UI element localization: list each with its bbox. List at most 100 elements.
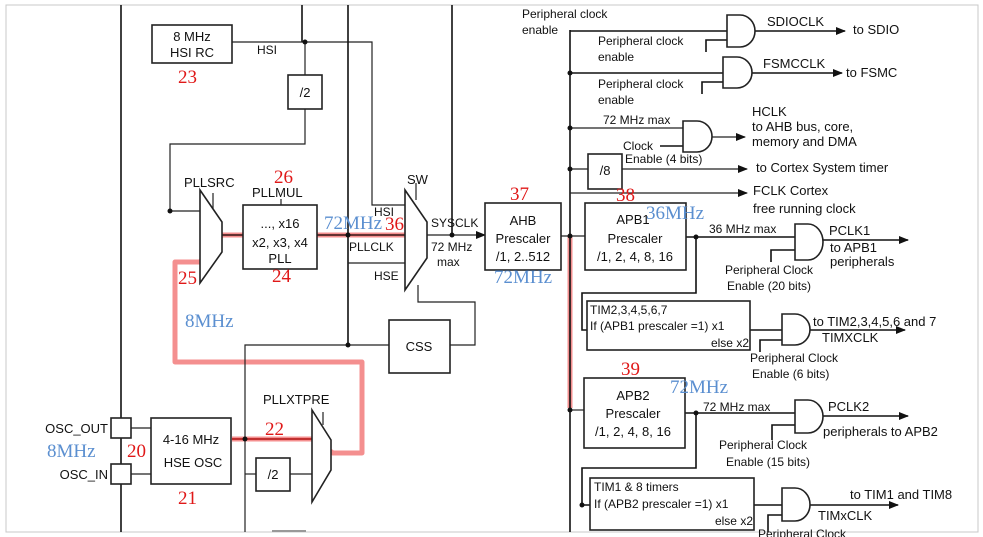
apb1-line3: /1, 2, 4, 8, 16 [597, 249, 673, 264]
sdio-enable1: Peripheral clock [598, 34, 684, 48]
tim2-and-gate [781, 313, 811, 346]
sdioclk-label: SDIOCLK [767, 14, 824, 29]
annotation-25: 25 [178, 268, 197, 289]
osc-in-label: OSC_IN [60, 467, 108, 482]
freq-pllsrc: 8MHz [185, 311, 234, 332]
apb2-line2: Prescaler [606, 406, 662, 421]
pclk1-and-gate [794, 223, 824, 261]
apb2-line3: /1, 2, 4, 8, 16 [595, 424, 671, 439]
fsmc-and-gate [722, 56, 753, 89]
sysclk-label: SYSCLK [431, 216, 478, 230]
freq-pll: 72MHz [324, 213, 382, 234]
right-labels: Peripheral clock enable Peripheral clock… [522, 7, 952, 537]
sw-hsi-input-label: HSI [374, 205, 394, 219]
ahb-line1: AHB [510, 213, 537, 228]
fsmc-enable1: Peripheral clock [598, 77, 684, 91]
annotation-24: 24 [272, 266, 292, 287]
freq-ahb: 72MHz [494, 267, 552, 288]
sw-mux [404, 187, 428, 293]
hsi-wire-label: HSI [257, 43, 277, 57]
sdio-dest: to SDIO [853, 22, 899, 37]
annotation-20: 20 [127, 441, 146, 462]
hse-osc-line1: 4-16 MHz [163, 432, 219, 447]
pclk1-label: PCLK1 [829, 223, 870, 238]
tim2-multiplier-box: TIM2,3,4,5,6,7 If (APB1 prescaler =1) x1… [586, 300, 751, 351]
annotation-23: 23 [178, 67, 197, 88]
systick-dest: to Cortex System timer [756, 160, 889, 175]
hclk-enable2: Enable (4 bits) [625, 152, 702, 166]
systick-div-label: /8 [600, 163, 611, 178]
pllxtpre-mux [311, 407, 332, 505]
hclk-enable1: Clock [623, 139, 654, 153]
annotation-26: 26 [274, 167, 293, 188]
sw-label: SW [407, 172, 429, 187]
freq-apb1: 36MHz [646, 203, 704, 224]
osc-in-pin [110, 463, 132, 485]
apb1-enable2: Enable (20 bits) [727, 279, 811, 293]
pclk2-and-gate [794, 399, 824, 434]
apb2-max: 72 MHz max [703, 400, 770, 414]
pllxtpre-label: PLLXTPRE [263, 392, 330, 407]
pll-line2: x2, x3, x4 [252, 235, 308, 250]
tim2-enable2: Enable (6 bits) [752, 367, 829, 381]
hclk-and-gate [682, 120, 713, 153]
wires-right [561, 27, 909, 532]
frame-border [5, 4, 979, 533]
tim1-line3: else x2 [715, 514, 753, 528]
hsi-div2-box: /2 [287, 74, 323, 110]
fclk-line1: FCLK Cortex [753, 183, 829, 198]
annotation-22: 22 [265, 419, 284, 440]
annotation-21: 21 [178, 488, 197, 509]
apb1-dest1: to APB1 [830, 240, 877, 255]
hse-osc-line2: HSE OSC [164, 455, 223, 470]
fsmc-enable2: enable [598, 93, 634, 107]
tim2-clk: TIMXCLK [822, 330, 879, 345]
apb2-dest: peripherals to APB2 [823, 424, 938, 439]
hclk-dest2: memory and DMA [752, 134, 857, 149]
pll-box: ..., x16 x2, x3, x4 PLL [242, 204, 318, 270]
ahb-line2: Prescaler [496, 231, 552, 246]
pllsrc-label: PLLSRC [184, 175, 235, 190]
annotation-36: 36 [385, 214, 404, 235]
tim2-line2: If (APB1 prescaler =1) x1 [590, 319, 725, 333]
tim1-dest: to TIM1 and TIM8 [850, 487, 952, 502]
apb2-enable2: Enable (15 bits) [726, 455, 810, 469]
sdio-and-gate [726, 14, 756, 48]
osc-out-label: OSC_OUT [45, 421, 108, 436]
annotation-38: 38 [616, 185, 635, 206]
pclk2-label: PCLK2 [828, 399, 869, 414]
hsi-box-line1: 8 MHz [173, 29, 211, 44]
tim1-multiplier-box: TIM1 & 8 timers If (APB2 prescaler =1) x… [589, 477, 755, 531]
pllmul-label: PLLMUL [252, 185, 303, 200]
tim1-clk: TIMxCLK [818, 508, 873, 523]
tim2-line3: else x2 [711, 336, 749, 350]
tim1-enable1: Peripheral Clock [758, 527, 847, 537]
hsi-box-line2: HSI RC [170, 45, 214, 60]
apb1-line2: Prescaler [608, 231, 664, 246]
apb2-prescaler-box: APB2 Prescaler /1, 2, 4, 8, 16 [583, 377, 686, 449]
hsi-div2-label: /2 [300, 85, 311, 100]
fsmcclk-label: FSMCCLK [763, 56, 825, 71]
hse-div2-label: /2 [268, 467, 279, 482]
hclk-dest1: to AHB bus, core, [752, 119, 853, 134]
ahb-line3: /1, 2..512 [496, 249, 550, 264]
sdio-enable-top2: enable [522, 23, 558, 37]
tim2-dest: to TIM2,3,4,5,6 and 7 [813, 314, 936, 329]
apb1-enable1: Peripheral Clock [725, 263, 814, 277]
fsmc-dest: to FSMC [846, 65, 897, 80]
annotation-37: 37 [510, 184, 529, 205]
tim1-and-gate [781, 487, 811, 522]
ahb-prescaler-box: AHB Prescaler /1, 2..512 [484, 202, 562, 271]
apb2-line1: APB2 [616, 388, 649, 403]
apb1-dest2: peripherals [830, 254, 895, 269]
sw-hse-input-label: HSE [374, 269, 399, 283]
sysclk-max-line2: max [437, 255, 460, 269]
osc-out-pin [110, 417, 132, 439]
css-box: CSS [388, 319, 451, 374]
apb1-max: 36 MHz max [709, 222, 776, 236]
sysclk-max-line1: 72 MHz [431, 240, 472, 254]
hsi-rc-box: 8 MHz HSI RC [151, 24, 233, 64]
pll-line1: ..., x16 [260, 216, 299, 231]
hse-div2-box: /2 [255, 457, 291, 492]
